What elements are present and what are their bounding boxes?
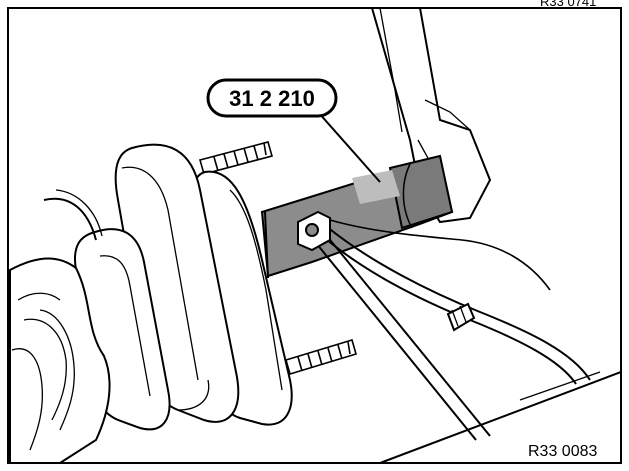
threaded-stud-lower	[285, 338, 357, 376]
figure-reference-label: R33 0083	[528, 443, 597, 460]
special-tool-31-2-210	[260, 154, 454, 279]
top-reference-clip: R33 0741	[540, 0, 596, 9]
top-reference-label: R33 0741	[540, 0, 596, 9]
tool-callout: 31 2 210	[206, 78, 338, 118]
center-nut	[297, 210, 331, 252]
callout-pill	[206, 78, 338, 118]
strut-housing-lower	[379, 370, 622, 464]
spring-boot-bellow	[9, 189, 111, 464]
frame-border	[7, 7, 622, 464]
threaded-stud-upper	[199, 141, 273, 175]
cable-clip	[446, 302, 476, 332]
callout-label: 31 2 210	[229, 86, 315, 111]
callout-leader	[317, 111, 381, 183]
